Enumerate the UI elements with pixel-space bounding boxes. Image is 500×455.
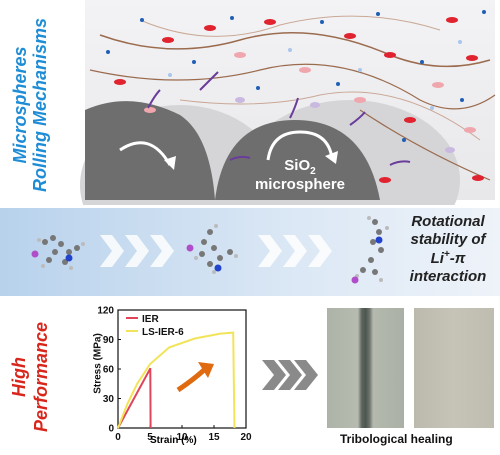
x-tick-label: 15 [208,432,220,443]
sphere-label: SiO2 microsphere [245,157,355,194]
top-side-label: Microspheres Rolling Mechanisms [10,5,50,205]
chevrons-2 [258,235,332,267]
legend-label-ls-ier-6: LS-IER-6 [142,327,184,338]
chart-svg: 0 30 60 90 120 0 5 10 15 20 IER LS-IER-6 [97,306,252,444]
micrograph-damaged [327,308,404,428]
caption-line2: stability of [410,231,486,248]
middle-band [0,208,500,296]
legend-label-ier: IER [142,314,159,325]
healing-label: Tribological healing [340,432,453,446]
top-side-label-line1: Microspheres [10,46,30,164]
left-sphere [85,101,215,200]
series-line-ier [117,368,152,429]
caption-li-sup: + [443,249,450,260]
y-tick-label: 30 [103,394,115,405]
x-tick-label: 5 [147,432,153,443]
series-line-ls-ier-6 [117,331,236,429]
molecule-2 [186,224,238,274]
caption-line4: interaction [409,268,487,285]
sphere-label-sub: 2 [310,166,316,177]
sio2-sphere [215,120,380,200]
bottom-side-label-line1: High [9,357,29,397]
trend-arrow-shaft [176,368,206,393]
chevrons-1 [100,235,174,267]
caption-li: Li [430,250,444,267]
bottom-side-label-line2: Performance [31,321,51,433]
x-tick-label: 20 [240,432,252,443]
molecule-3 [351,216,389,284]
micrograph-healed [414,308,494,428]
caption-line1: Rotational [411,213,485,230]
y-tick-label: 60 [103,365,115,376]
y-tick-label: 0 [108,424,114,435]
y-tick-label: 90 [103,335,115,346]
y-tick-label: 120 [97,306,114,317]
x-tick-label: 10 [176,432,188,443]
stress-strain-chart: 0 30 60 90 120 0 5 10 15 20 IER LS-IER-6 Stress (MP… [80,300,270,450]
molecule-1 [31,235,85,270]
bottom-side-label: High Performance [8,307,52,447]
y-axis-label: Stress (MPa) [92,333,104,394]
x-axis-label: Strain (%) [150,435,197,446]
sphere-label-chem: SiO [284,157,311,174]
trend-arrow-head [198,362,214,378]
caption-line3: Li+-π [396,249,500,268]
caption-pi: -π [449,250,466,267]
top-side-label-line2: Rolling Mechanisms [30,17,50,193]
rotation-caption: Rotational stability of Li+-π interactio… [396,213,500,286]
chevrons-gray [262,360,318,390]
sphere-label-word: microsphere [254,176,346,193]
x-tick-label: 0 [115,432,121,443]
